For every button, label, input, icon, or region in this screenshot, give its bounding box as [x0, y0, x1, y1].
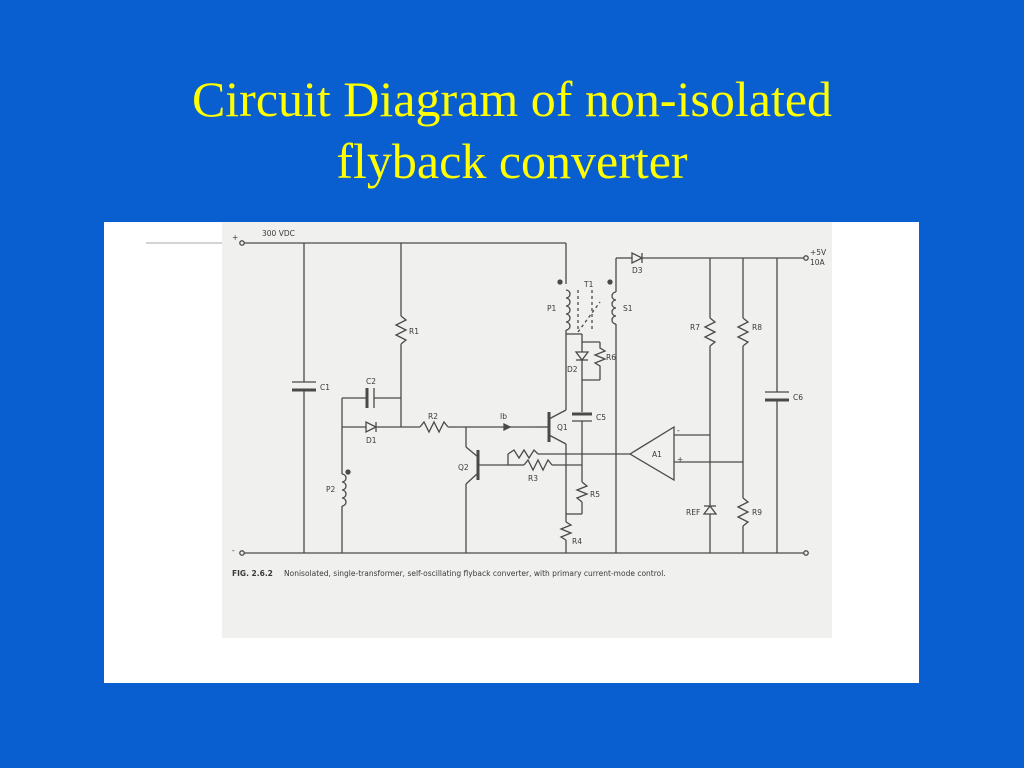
- title-line-2: flyback converter: [336, 133, 688, 189]
- p2-winding: [341, 473, 347, 507]
- d2-diode: [574, 351, 590, 362]
- c2-label: C2: [366, 377, 376, 386]
- d2-label: D2: [567, 365, 578, 374]
- output-plus-terminal: [803, 255, 809, 261]
- r3-label: R3: [528, 474, 538, 483]
- ib-arrow: [503, 422, 512, 432]
- r4-label: R4: [572, 537, 582, 546]
- a1-minus-label: -: [677, 426, 680, 435]
- caption-text: Nonisolated, single-transformer, self-os…: [284, 569, 666, 578]
- r1-label: R1: [409, 327, 419, 336]
- c6-label: C6: [793, 393, 803, 402]
- a1-plus-label: +: [677, 455, 683, 464]
- p1-label: P1: [547, 304, 557, 313]
- q1-label: Q1: [557, 423, 568, 432]
- q2-collector: [465, 446, 479, 458]
- scanned-figure: [222, 222, 832, 638]
- circuit-diagram: + - 300 VDC +5V 10A C1 C2 D1 R1 R2 Ib P2…: [146, 229, 827, 578]
- minus-label: -: [232, 546, 235, 555]
- r6-label: R6: [606, 353, 616, 362]
- ib-label: Ib: [500, 412, 507, 421]
- q2-label: Q2: [458, 463, 469, 472]
- r7-label: R7: [690, 323, 700, 332]
- input-voltage-label: 300 VDC: [262, 229, 295, 238]
- s1-label: S1: [623, 304, 633, 313]
- p1-winding: [565, 289, 571, 331]
- input-minus-terminal: [239, 550, 245, 556]
- title-line-1: Circuit Diagram of non-isolated: [191, 71, 833, 127]
- r2-resistor: [419, 420, 449, 434]
- r1-resistor: [394, 315, 408, 345]
- q1-emitter: [548, 434, 567, 445]
- a1-comparator: [628, 425, 675, 482]
- d3-label: D3: [632, 266, 643, 275]
- c5-label: C5: [596, 413, 606, 422]
- t1-label: T1: [583, 280, 594, 289]
- d1-diode: [365, 420, 378, 434]
- c1-label: C1: [320, 383, 330, 392]
- s1-winding: [611, 291, 617, 325]
- r6-resistor: [593, 342, 607, 380]
- plus-label: +: [232, 233, 238, 242]
- a1-label: A1: [652, 450, 662, 459]
- d1-label: D1: [366, 436, 377, 445]
- r5-resistor: [575, 481, 589, 503]
- r3-resistor: [523, 458, 553, 472]
- figure-panel: + - 300 VDC +5V 10A C1 C2 D1 R1 R2 Ib P2…: [104, 222, 919, 683]
- t1-gap-mark: [577, 301, 601, 333]
- r-upper-resistor: [507, 448, 539, 460]
- s1-dot: [607, 279, 613, 285]
- slide-title: Circuit Diagram of non-isolated flyback …: [0, 68, 1024, 192]
- r2-label: R2: [428, 412, 438, 421]
- r5-label: R5: [590, 490, 600, 499]
- ref-diode: [702, 504, 718, 515]
- output-minus-terminal: [803, 550, 809, 556]
- r8-resistor: [736, 317, 750, 347]
- r4-resistor: [559, 521, 573, 541]
- p2-dot: [345, 469, 351, 475]
- p1-dot: [557, 279, 563, 285]
- input-plus-terminal: [239, 240, 245, 246]
- q1-collector: [548, 409, 567, 420]
- d3-diode: [631, 251, 644, 265]
- q2-emitter: [465, 472, 479, 485]
- output-voltage-label: +5V: [810, 248, 827, 257]
- r7-resistor: [703, 317, 717, 347]
- p2-label: P2: [326, 485, 336, 494]
- output-current-label: 10A: [810, 258, 826, 267]
- r8-label: R8: [752, 323, 762, 332]
- caption-figure-number: FIG. 2.6.2: [232, 569, 273, 578]
- ref-label: REF: [686, 508, 700, 517]
- r9-label: R9: [752, 508, 762, 517]
- r9-resistor: [736, 497, 750, 527]
